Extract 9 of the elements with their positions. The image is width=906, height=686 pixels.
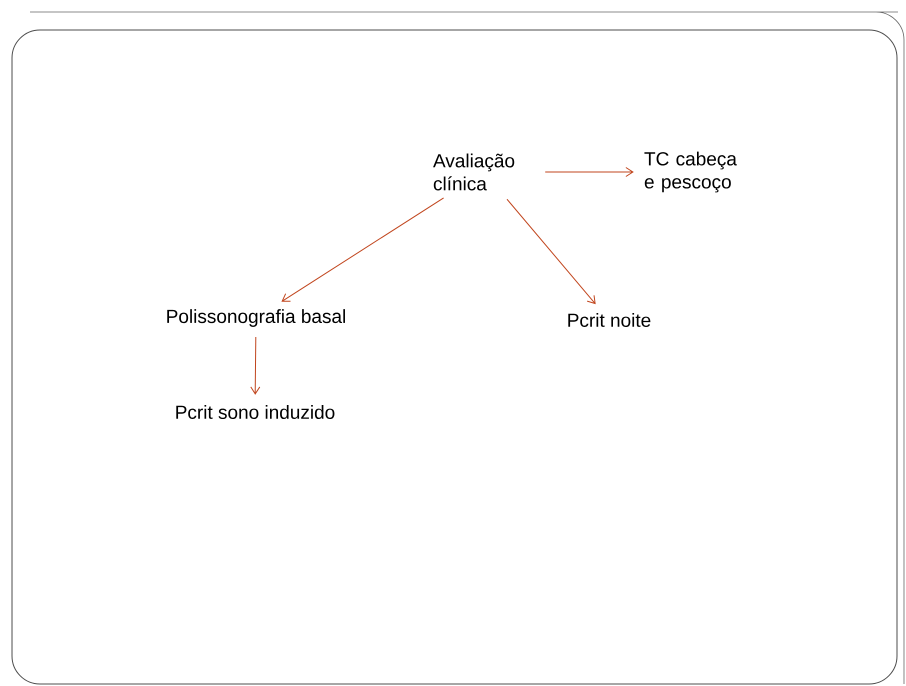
- text-label: Pcrit sono induzido: [176, 405, 334, 419]
- arrow: [281, 197, 444, 302]
- text-label: Avaliação clínica: [433, 154, 514, 190]
- arrow: [506, 198, 596, 304]
- arrow: [250, 336, 260, 395]
- text-label: Pcrit noite: [568, 313, 650, 327]
- arrow: [544, 167, 634, 177]
- text-label: TC cabeça e pescoço: [644, 152, 737, 192]
- text-label: Polissonografia basal: [167, 309, 345, 327]
